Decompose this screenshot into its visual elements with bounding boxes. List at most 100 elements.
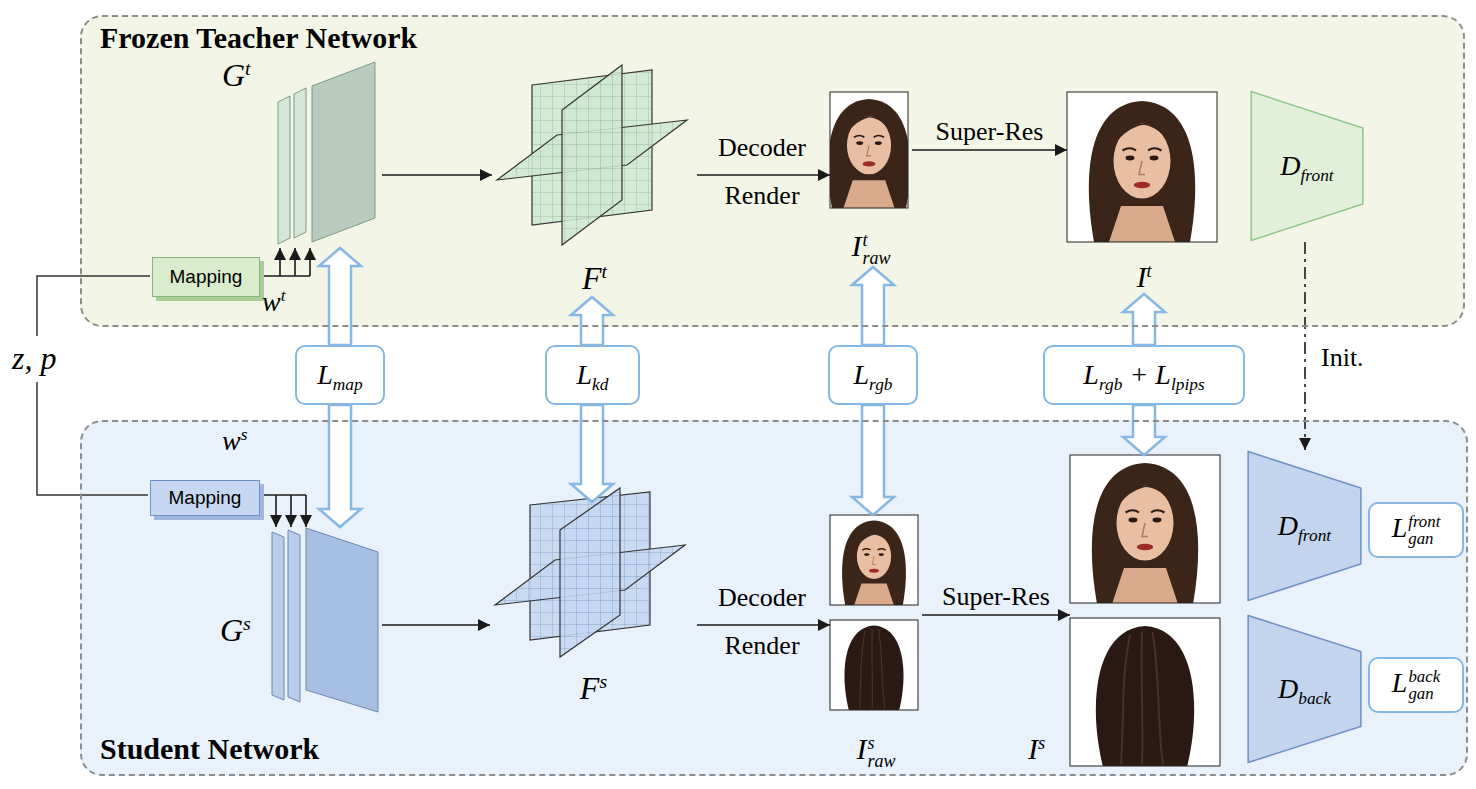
teacher-ground — [80, 15, 1465, 327]
math-base: I — [856, 732, 866, 765]
input-lines — [37, 276, 150, 495]
loss-box: Lrgb + Llpips — [1043, 345, 1245, 405]
triplane-feature: Fs — [490, 502, 697, 707]
math-sup: s — [1038, 732, 1045, 753]
math-sup: t — [862, 231, 867, 249]
free-label: Render — [724, 181, 799, 211]
math-sub: kd — [592, 375, 608, 394]
raw-image: Irawt — [830, 92, 912, 267]
loss-double-arrow — [1123, 405, 1165, 455]
output-image: Is — [1070, 455, 1224, 770]
loss-box: Lganback — [1368, 657, 1464, 713]
free-label: Decoder — [718, 133, 806, 163]
loss-box: Lrgb — [828, 345, 918, 405]
loss-box: Lganfront — [1368, 502, 1464, 558]
loss-double-arrow — [571, 297, 613, 345]
generator-block: Gs — [217, 527, 382, 714]
math-sup: s — [599, 670, 607, 692]
math-stack: ganfront — [1408, 514, 1440, 548]
node-label: Gt — [222, 57, 251, 94]
teacher-triplane — [497, 65, 687, 245]
math-sub: back — [1298, 689, 1331, 708]
math-sup: s — [241, 425, 248, 444]
math-sub: gan — [1408, 686, 1433, 703]
fat-arrow — [1123, 405, 1165, 455]
node-label: Student Network — [100, 732, 319, 766]
math-base: + L — [1122, 359, 1170, 390]
math-sub: map — [333, 375, 363, 394]
node-label: Lkd — [577, 359, 609, 391]
math-base: I — [1028, 732, 1038, 765]
fat-arrow — [1123, 294, 1165, 345]
math-base: w — [262, 286, 281, 317]
math-sup: back — [1408, 669, 1440, 686]
triplane-feature: Ft — [492, 62, 697, 297]
generator-block: Gt — [217, 57, 382, 248]
math-base: L — [317, 359, 333, 390]
connector-line — [305, 495, 307, 527]
math-base: L — [1392, 667, 1408, 698]
math-stack: raws — [867, 734, 895, 770]
math-stack: rawt — [862, 231, 890, 267]
math-base: D — [1278, 673, 1298, 704]
node-label: Gs — [220, 612, 251, 649]
flow-arrow — [912, 150, 1067, 151]
flow-arrow — [922, 615, 1070, 616]
flow-arrow — [260, 495, 306, 527]
node-label: Irawt — [851, 229, 890, 267]
math-sub: rgb — [869, 375, 892, 394]
math-sub: front — [1301, 166, 1334, 185]
node-label: Lganback — [1392, 667, 1440, 702]
math-sub: rgb — [1099, 375, 1122, 394]
math-base: w — [222, 425, 241, 456]
connector-line — [922, 614, 1070, 616]
connector-line — [260, 494, 306, 496]
node-label: Fs — [580, 670, 607, 707]
free-label: Render — [724, 631, 799, 661]
math-sup: t — [1146, 260, 1151, 281]
discriminator: Dfront — [1247, 450, 1362, 602]
free-label: Decoder — [718, 583, 806, 613]
math-base: L — [577, 359, 593, 390]
raw-image: Iraws — [830, 515, 922, 770]
math-sup: t — [602, 260, 608, 282]
math-base: L — [1392, 512, 1408, 543]
flow-arrow — [697, 625, 830, 626]
flow-arrow — [382, 625, 490, 626]
math-base: L — [1083, 359, 1099, 390]
connector-line — [275, 495, 277, 527]
node-label: Lganfront — [1392, 512, 1441, 547]
math-base: I — [1136, 260, 1146, 293]
trapezoid-outline — [1251, 92, 1363, 241]
math-sup: s — [243, 612, 251, 634]
teacher-generator-slabs — [278, 62, 375, 244]
loss-double-arrow — [1123, 294, 1165, 345]
discriminator: Dfront — [1250, 90, 1364, 242]
math-base: G — [220, 612, 243, 648]
math-sub: front — [1298, 526, 1331, 545]
node-label: Lrgb + Llpips — [1083, 359, 1204, 391]
loss-double-arrow — [852, 267, 894, 345]
math-sup: t — [245, 57, 251, 79]
free-label: wt — [262, 286, 286, 318]
loss-box: Lkd — [545, 345, 640, 405]
edge-label: Init. — [1321, 343, 1364, 373]
node-label: Mapping — [169, 487, 242, 509]
free-label: z, p — [12, 340, 56, 377]
flow-arrow — [1305, 242, 1306, 450]
connector-line — [309, 248, 311, 276]
math-base: G — [222, 57, 245, 93]
math-stack: ganback — [1408, 669, 1440, 703]
node-label: Is — [1028, 732, 1045, 766]
connector-line — [260, 275, 310, 277]
node-label: Dfront — [1280, 150, 1333, 182]
edge-label: Super-Res — [936, 117, 1044, 147]
math-base: F — [580, 670, 600, 706]
math-base: I — [851, 229, 861, 262]
trapezoid-outline — [1248, 452, 1361, 601]
math-sub: lpips — [1171, 375, 1205, 394]
node-label: It — [1136, 260, 1151, 294]
node-label: Mapping — [170, 266, 243, 288]
connector-line — [382, 174, 492, 176]
math-sup: front — [1408, 514, 1440, 531]
